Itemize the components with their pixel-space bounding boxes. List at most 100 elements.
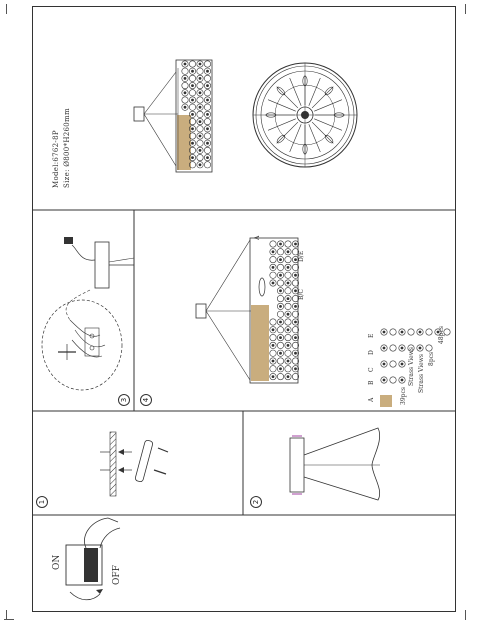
crystal-bead <box>181 82 189 90</box>
crystal-bead <box>181 60 189 68</box>
chandelier-detail-view <box>195 237 300 384</box>
label-a: A <box>254 235 261 240</box>
arm-line <box>267 99 296 112</box>
crystal-bead <box>196 146 204 155</box>
crystal-bead <box>203 139 212 147</box>
chandelier-side-view <box>133 59 213 173</box>
legend-label-1: 39pcs <box>400 387 407 405</box>
legend-label-3: Strass Views <box>408 347 415 386</box>
crystal-bead <box>181 74 189 83</box>
crystal-bead <box>181 96 189 104</box>
crystal-bead <box>196 74 204 83</box>
crop-mark-top-right <box>465 4 466 14</box>
crystal-bead <box>181 67 189 75</box>
candle-icon <box>302 75 308 87</box>
candle-icon <box>302 143 308 155</box>
crystal-bead <box>276 333 285 342</box>
crystal-bead <box>284 318 292 326</box>
label-de: D/E <box>298 250 305 262</box>
candle-icon <box>276 86 286 96</box>
crystal-bead <box>196 67 204 75</box>
crystal-bead <box>276 326 285 334</box>
crystal-bead <box>196 103 204 111</box>
legend-bead <box>380 328 388 336</box>
crystal-bead <box>284 326 292 334</box>
crystal-bead <box>284 349 292 357</box>
candle-icon <box>265 112 277 118</box>
power-switch-diagram <box>65 517 121 601</box>
crystal-bead <box>276 295 285 303</box>
panel-dividers <box>32 209 456 516</box>
detail-crystal-beads <box>269 240 300 381</box>
legend-bead <box>380 360 388 368</box>
crop-mark-bottom-right <box>465 610 466 620</box>
crystal-bead <box>276 287 285 295</box>
crystal-bead <box>269 349 277 357</box>
arm-line <box>276 121 299 144</box>
legend-bead <box>380 344 388 352</box>
legend-bead <box>398 328 406 336</box>
crystal-bead <box>188 96 197 104</box>
legend-letter-c: C <box>368 367 375 372</box>
crystal-bead <box>269 334 277 342</box>
crystal-bead <box>203 153 212 162</box>
step-number-1: 1 <box>36 496 48 508</box>
crystal-bead <box>284 271 292 279</box>
crystal-bead <box>189 60 196 68</box>
crystal-bead <box>284 365 292 373</box>
crystal-bead <box>284 310 292 318</box>
legend-bead <box>389 376 397 384</box>
step-number-2: 2 <box>250 496 262 508</box>
crystal-bead <box>188 67 197 75</box>
crystal-bead <box>269 372 277 381</box>
crystal-bead <box>284 334 292 342</box>
crystal-legend <box>380 328 451 407</box>
legend-bead <box>425 328 433 336</box>
legend-label-4: 8pcs <box>428 351 435 366</box>
crystal-bead <box>269 279 277 287</box>
legend-bead <box>398 344 406 352</box>
chandelier-arms <box>265 75 345 155</box>
crystal-bead <box>204 103 211 111</box>
crystal-bead <box>276 373 285 381</box>
instruction-sheet-frame <box>32 6 456 612</box>
crystal-bead <box>196 89 204 97</box>
wiring-diagram <box>41 237 135 391</box>
legend-bead <box>389 328 397 336</box>
legend-letter-d: D <box>368 350 375 355</box>
crystal-bead <box>204 89 211 97</box>
crystal-bead <box>189 74 196 82</box>
crystal-bead <box>181 103 189 111</box>
crystal-bead <box>196 125 204 133</box>
crystal-bead <box>284 287 292 295</box>
mounting-bracket-diagram <box>100 431 169 497</box>
crystal-bead <box>276 263 285 271</box>
legend-bead <box>407 328 415 336</box>
arm-line <box>289 77 302 106</box>
label-bc: B/C <box>298 288 305 300</box>
crystal-bead <box>276 240 285 248</box>
candle-icon <box>324 86 334 96</box>
crystal-bead <box>269 256 277 264</box>
crystal-bead <box>196 132 204 140</box>
crystal-bead <box>284 263 292 272</box>
arm-line <box>314 99 343 112</box>
crystal-bead <box>284 248 292 256</box>
legend-bead <box>416 328 424 336</box>
arm-line <box>308 124 321 153</box>
crystal-bead <box>276 248 285 256</box>
crystal-bead <box>276 279 285 287</box>
crystal-bead <box>181 89 189 97</box>
crystal-bead <box>276 349 285 357</box>
arm-line <box>311 121 334 144</box>
crystal-bead <box>284 294 292 303</box>
chandelier-top-view <box>252 62 358 168</box>
crystal-bead <box>196 154 204 162</box>
crystal-bead <box>269 365 277 373</box>
crystal-bead <box>284 372 292 381</box>
legend-bead <box>380 376 388 384</box>
legend-bead <box>398 376 406 384</box>
crystal-bead <box>188 110 197 119</box>
crystal-bead <box>276 310 285 318</box>
crystal-bead <box>269 326 277 334</box>
